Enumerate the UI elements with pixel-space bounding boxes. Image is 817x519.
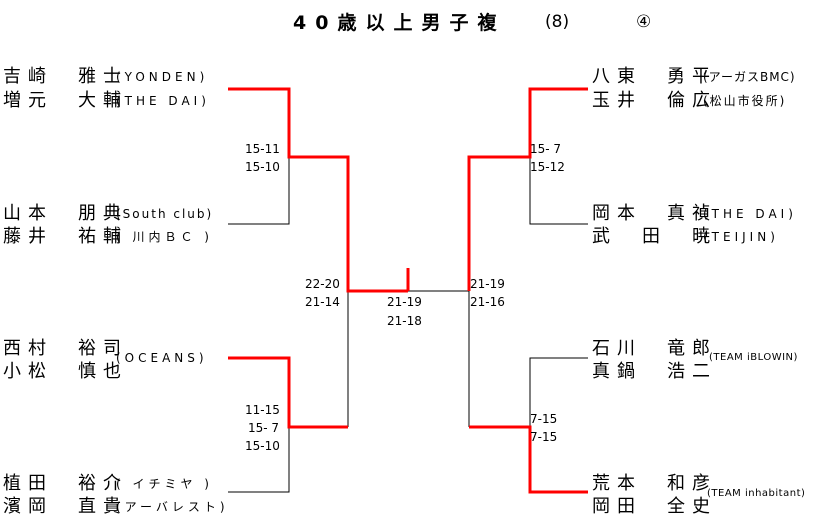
score: 21-18 xyxy=(387,314,422,328)
event-title: 40歳以上男子複 xyxy=(293,12,506,34)
win-line-r1 xyxy=(467,87,588,291)
team-name: (OCEANS) xyxy=(116,351,208,365)
score: 15-11 xyxy=(245,142,280,156)
player-name: 植田 裕介 xyxy=(3,473,128,494)
score: 15-10 xyxy=(245,160,280,174)
player-name: 小松 慎也 xyxy=(3,361,128,382)
player-name: 武 田 暁 xyxy=(592,226,717,247)
player-name: 藤井 祐輔 xyxy=(3,226,128,247)
player-name: 真鍋 浩二 xyxy=(592,361,717,382)
team-name: (THE DAI) xyxy=(703,207,797,221)
line-r3 xyxy=(529,357,588,427)
line-r2 xyxy=(529,157,588,225)
win-line-l3 xyxy=(228,356,348,429)
win-line-r4 xyxy=(469,425,588,494)
player-name: 玉井 倫広 xyxy=(592,90,717,111)
team-name: (TEIJIN) xyxy=(703,230,779,244)
player-name: 吉崎 雅士 xyxy=(3,66,128,87)
team-name: (TEAM iBLOWIN) xyxy=(709,352,798,363)
team-name: (South club) xyxy=(116,207,214,221)
player-name: 西村 裕司 xyxy=(3,338,128,359)
player-name: 荒本 和彦 xyxy=(592,473,717,494)
line-l4 xyxy=(228,427,290,493)
score: 15- 7 xyxy=(248,421,280,435)
player-name: 濱岡 直貴 xyxy=(3,496,128,517)
team-name: (アーガスBMC) xyxy=(703,70,796,84)
team-name: ( イチミヤ ) xyxy=(116,477,213,491)
score: 15- 7 xyxy=(530,142,562,156)
team-name: (THE DAI) xyxy=(116,94,210,108)
score: 7-15 xyxy=(530,412,558,426)
score: 22-20 xyxy=(305,277,340,291)
score: 11-15 xyxy=(245,403,280,417)
team-name: (アーバレスト) xyxy=(116,500,229,514)
player-name: 石川 竜郎 xyxy=(592,338,717,359)
player-name: 増元 大輔 xyxy=(3,90,128,111)
score: 21-19 xyxy=(387,295,422,309)
team-name: (YONDEN) xyxy=(116,70,209,84)
player-name: 岡本 真禎 xyxy=(592,203,717,224)
score: 15-10 xyxy=(245,439,280,453)
team-name: (TEAM inhabitant) xyxy=(707,488,806,499)
score: 21-19 xyxy=(470,277,505,291)
player-name: 山本 朋典 xyxy=(3,203,128,224)
player-name: 八東 勇平 xyxy=(592,66,717,87)
entries-count: (8) xyxy=(545,12,570,32)
win-line-l1 xyxy=(228,87,408,293)
circled-number: ④ xyxy=(636,12,652,32)
team-name: ( 川内ＢＣ ) xyxy=(116,230,213,244)
team-name: (松山市役所) xyxy=(703,94,787,108)
player-name: 岡田 全史 xyxy=(592,496,717,517)
line-l2 xyxy=(228,157,290,225)
score: 15-12 xyxy=(530,160,565,174)
score: 7-15 xyxy=(530,430,558,444)
score: 21-16 xyxy=(470,295,505,309)
score: 21-14 xyxy=(305,295,340,309)
